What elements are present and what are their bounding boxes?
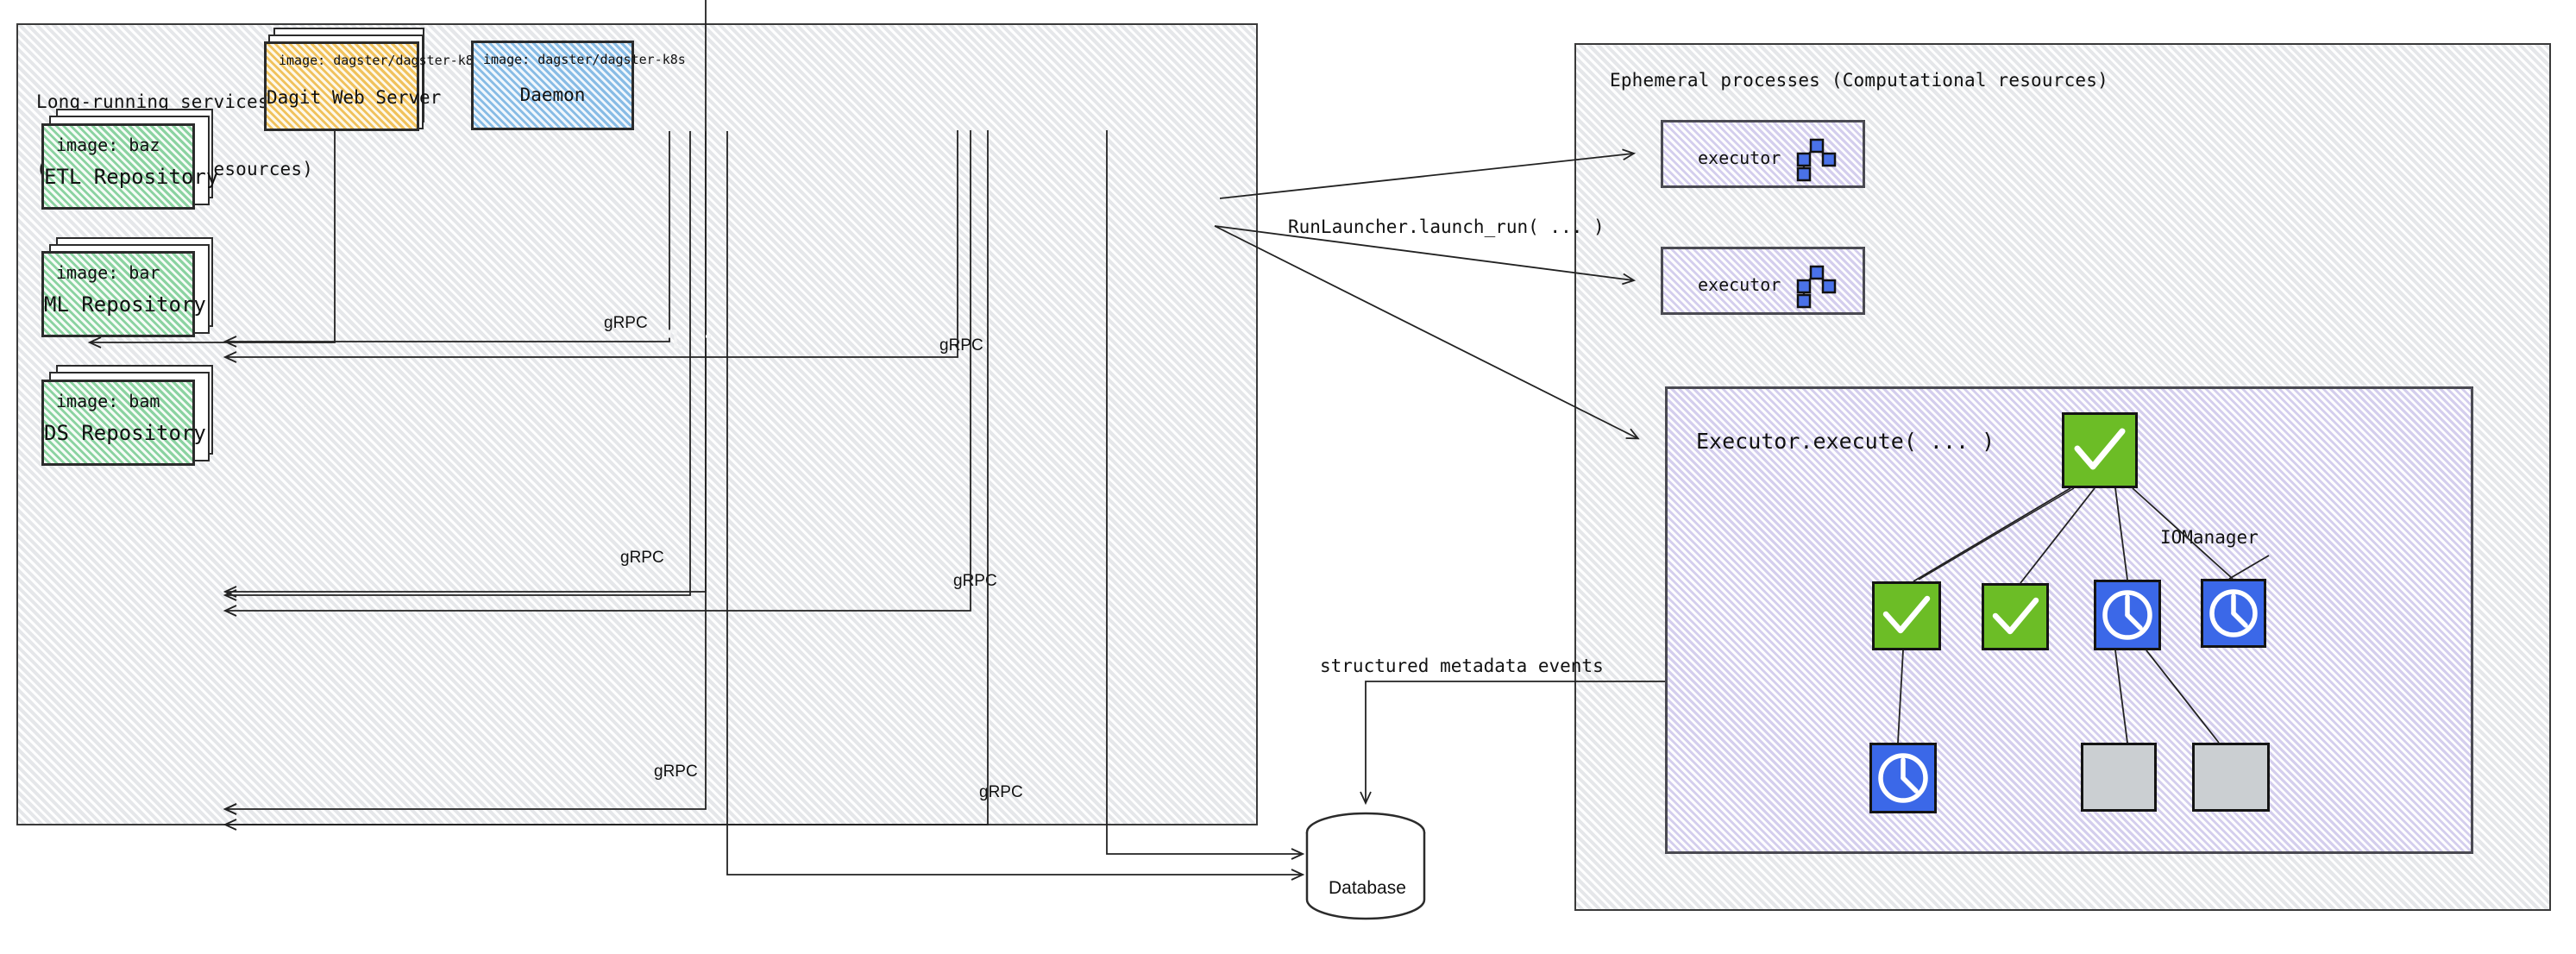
repository-card-ds[interactable]: image: bam DS Repository: [41, 380, 206, 466]
executor-label: executor: [1698, 274, 1781, 295]
dag-node-root[interactable]: [2062, 412, 2138, 488]
repository-name: ML Repository: [44, 292, 206, 317]
repository-name: DS Repository: [44, 421, 206, 445]
dag-node-g[interactable]: [2192, 743, 2270, 812]
service-image-label: image: dagster/dagster-k8s: [279, 53, 481, 68]
clock-icon: [2102, 590, 2152, 640]
executor-execute-region: [1665, 386, 2473, 854]
dag-mini-icon: [1796, 138, 1837, 182]
iomanager-label: IOManager: [2160, 527, 2259, 548]
grpc-label-1: gRPC: [604, 314, 648, 332]
executor-execute-label: Executor.execute( ... ): [1696, 429, 1995, 454]
clock-icon: [2209, 589, 2258, 637]
service-card-daemon[interactable]: image: dagster/dagster-k8s Daemon: [471, 41, 686, 130]
clock-icon: [1878, 753, 1928, 803]
dag-mini-icon: [1796, 265, 1837, 309]
executor-box-1[interactable]: executor: [1661, 120, 1865, 188]
repository-name: ETL Repository: [44, 165, 219, 189]
grpc-label-3: gRPC: [620, 549, 664, 567]
repository-image-label: image: bar: [56, 262, 160, 283]
grpc-label-6: gRPC: [979, 783, 1023, 801]
run-launcher-label: RunLauncher.launch_run( ... ): [1288, 217, 1605, 237]
check-icon: [1992, 597, 2039, 635]
repository-image-label: image: bam: [56, 391, 160, 411]
dag-node-a[interactable]: [1872, 581, 1941, 650]
dag-node-b[interactable]: [1982, 583, 2049, 650]
right-panel-title: Ephemeral processes (Computational resou…: [1610, 70, 2108, 91]
executor-box-2[interactable]: executor: [1661, 247, 1865, 315]
service-image-label: image: dagster/dagster-k8s: [483, 52, 686, 67]
service-name: Dagit Web Server: [267, 87, 442, 108]
repository-image-label: image: baz: [56, 135, 160, 155]
executor-label: executor: [1698, 147, 1781, 168]
dag-node-c[interactable]: [2094, 580, 2161, 650]
repository-card-etl[interactable]: image: baz ETL Repository: [41, 123, 219, 210]
grpc-label-4: gRPC: [953, 572, 997, 590]
metadata-events-label: structured metadata events: [1320, 656, 1604, 676]
dag-node-e[interactable]: [1869, 743, 1937, 813]
grpc-label-2: gRPC: [939, 336, 983, 355]
check-icon: [1882, 595, 1931, 634]
grpc-label-5: gRPC: [654, 763, 698, 781]
service-card-dagit-web-server[interactable]: image: dagster/dagster-k8s Dagit Web Ser…: [264, 41, 481, 131]
check-icon: [2074, 428, 2126, 470]
dag-node-f[interactable]: [2081, 743, 2157, 812]
database-label: Database: [1329, 878, 1406, 898]
repository-card-ml[interactable]: image: bar ML Repository: [41, 251, 206, 337]
dag-node-d[interactable]: [2201, 579, 2266, 648]
service-name: Daemon: [519, 85, 586, 105]
